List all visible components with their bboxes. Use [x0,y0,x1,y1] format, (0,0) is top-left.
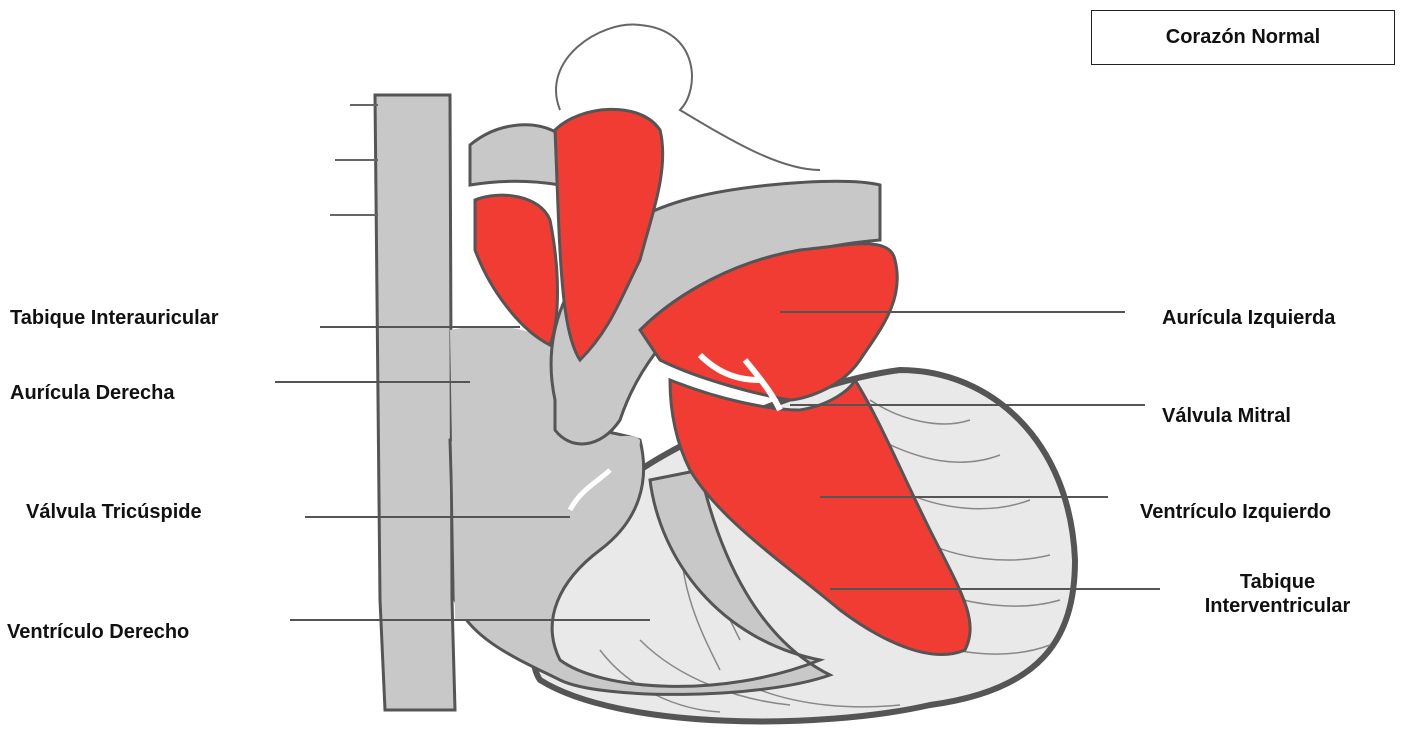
label-auricula-izquierda: Aurícula Izquierda [1156,306,1335,330]
label-tabique-interventricular: Tabique Interventricular [1170,570,1385,618]
label-tabique-interventricular-line2: Interventricular [1170,594,1385,618]
label-valvula-mitral: Válvula Mitral [1156,404,1291,428]
label-tabique-interauricular: Tabique Interauricular [10,306,225,330]
vena-cava [375,95,455,710]
diagram-title: Corazón Normal [1091,10,1395,65]
label-tabique-interventricular-line1: Tabique [1170,570,1385,594]
label-auricula-derecha: Aurícula Derecha [10,381,181,405]
label-ventriculo-izquierdo: Ventrículo Izquierdo [1134,500,1331,524]
pulmonary-veins-left [330,105,378,215]
pulmonary-branch-red [475,195,558,345]
label-valvula-tricuspide: Válvula Tricúspide [26,500,208,524]
label-ventriculo-derecho: Ventrículo Derecho [7,620,195,644]
pulmonary-artery [470,125,560,185]
